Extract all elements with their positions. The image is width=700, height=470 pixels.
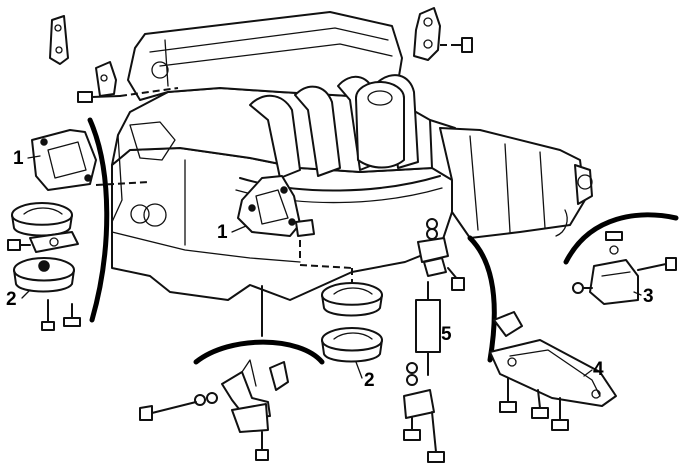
left-rubber-cushion-upper	[11, 202, 73, 237]
callout-left-cushion: 2	[6, 289, 17, 310]
callout-rear-mount: 3	[643, 286, 654, 307]
rear-mount-block	[589, 231, 639, 305]
transmission	[439, 127, 593, 239]
rear-mount-bolts	[572, 257, 677, 294]
left-small-bolt	[7, 239, 31, 251]
bottom-strap-bolt	[255, 431, 269, 461]
top-left-bolt	[77, 87, 179, 103]
bottom-long-bolt	[139, 392, 218, 421]
damper-body	[415, 281, 441, 376]
center-rubber-cushion-upper	[321, 282, 383, 317]
bottom-strap-bracket	[221, 359, 271, 433]
callout-crossmember: 4	[593, 359, 604, 380]
leader-left-mount	[27, 155, 41, 159]
damper-upper-bracket	[417, 218, 465, 291]
leader-left-cushion	[21, 289, 31, 299]
top-right-lifting-eye	[413, 7, 441, 61]
leader-center-mount	[231, 225, 247, 233]
left-mount-bolts	[41, 299, 81, 331]
engine-block	[111, 11, 466, 301]
leader-lower-cushion	[355, 361, 363, 379]
callout-left-mount: 1	[13, 148, 24, 169]
leader-rear-mount	[633, 291, 642, 296]
damper-lower-bracket	[403, 362, 445, 463]
left-engine-bracket	[31, 129, 97, 191]
center-mount-guide-horizontal	[299, 264, 353, 269]
left-spacer-plate	[29, 231, 79, 253]
top-left-bracket	[95, 61, 117, 97]
top-left-lifting-eye	[49, 15, 69, 65]
center-engine-bracket	[237, 175, 315, 237]
crossmember-separator-arc	[467, 235, 497, 363]
top-right-bolt	[440, 37, 473, 53]
crossmember-bolts	[499, 377, 569, 431]
center-rubber-cushion-lower	[321, 327, 383, 363]
callout-center-mount: 1	[217, 222, 228, 243]
bottom-small-clip	[269, 361, 289, 391]
left-mount-guide	[95, 181, 151, 186]
callout-lower-cushion: 2	[364, 370, 375, 391]
left-separator-arc	[87, 117, 110, 323]
bottom-separator-arc	[193, 339, 325, 365]
leader-crossmember	[583, 369, 593, 377]
callout-damper: 5	[441, 324, 452, 345]
rear-separator-arc	[563, 212, 679, 265]
left-rubber-cushion-lower	[13, 257, 75, 293]
